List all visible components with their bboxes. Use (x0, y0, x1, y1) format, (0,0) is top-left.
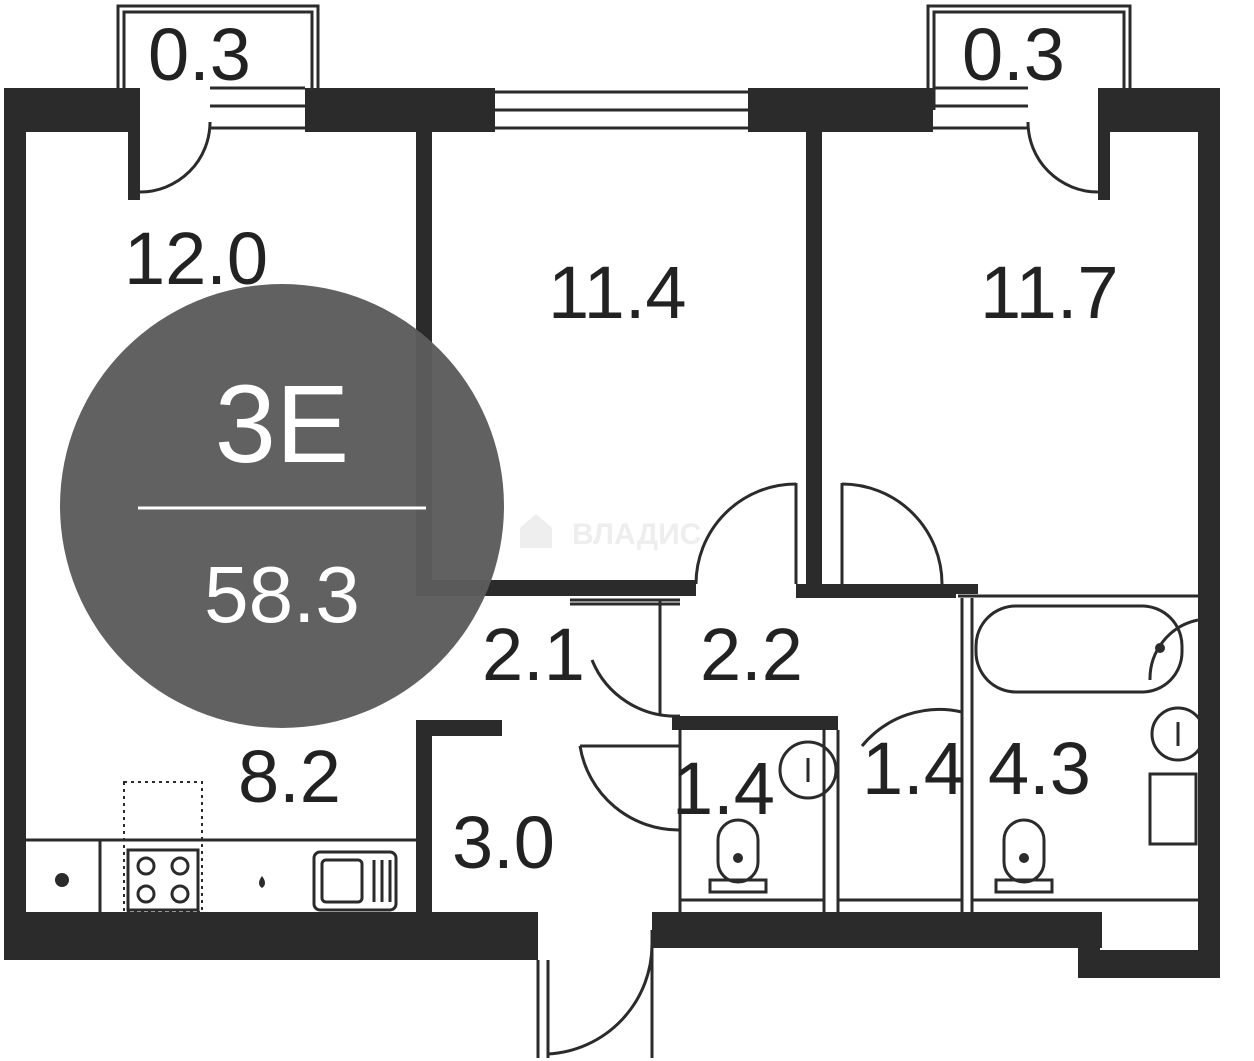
wc-sink (778, 740, 838, 800)
bath-fixtures (974, 604, 1206, 894)
area-entrance: 3.0 (452, 801, 555, 884)
area-hall-center: 2.2 (700, 613, 803, 696)
fridge-dot (55, 873, 69, 887)
bath-sink (1150, 706, 1206, 762)
tap-drop (259, 876, 265, 888)
area-wc-2: 1.4 (862, 727, 965, 810)
total-area: 58.3 (204, 550, 360, 639)
area-bathroom: 4.3 (988, 727, 1091, 810)
room-labels: 0.3 0.3 12.0 11.4 11.7 2.1 2.2 8.2 3.0 1… (124, 13, 1119, 884)
svg-text:ВЛАДИС: ВЛАДИС (572, 518, 701, 551)
area-bedroom-middle: 11.4 (548, 251, 687, 334)
outer-walls (4, 88, 1220, 978)
bathtub (974, 604, 1184, 694)
sink (312, 850, 398, 912)
badge-circle (60, 284, 504, 728)
area-balcony-right: 0.3 (962, 13, 1065, 96)
window-top (495, 88, 748, 132)
wc-fixtures (708, 740, 838, 894)
balcony-right-frame (926, 4, 1132, 200)
area-hall-left: 2.1 (482, 613, 585, 696)
bath-toilet (1002, 818, 1046, 884)
area-wc-1: 1.4 (672, 747, 775, 830)
balcony-left-frame (116, 4, 320, 200)
area-balcony-left: 0.3 (148, 13, 251, 96)
apartment-type: 3Е (215, 363, 350, 486)
doors (536, 482, 1199, 1058)
area-kitchen: 8.2 (238, 735, 341, 818)
watermark: ВЛАДИС (520, 514, 701, 551)
house-icon (520, 514, 552, 548)
wc-toilet (716, 818, 760, 884)
stove (126, 848, 200, 912)
area-bedroom-right: 11.7 (980, 251, 1119, 334)
apartment-badge: 3Е 58.3 (60, 284, 504, 728)
kitchen-fixtures (55, 781, 398, 913)
area-living-room: 12.0 (124, 217, 268, 300)
hood-dotted (123, 781, 203, 913)
